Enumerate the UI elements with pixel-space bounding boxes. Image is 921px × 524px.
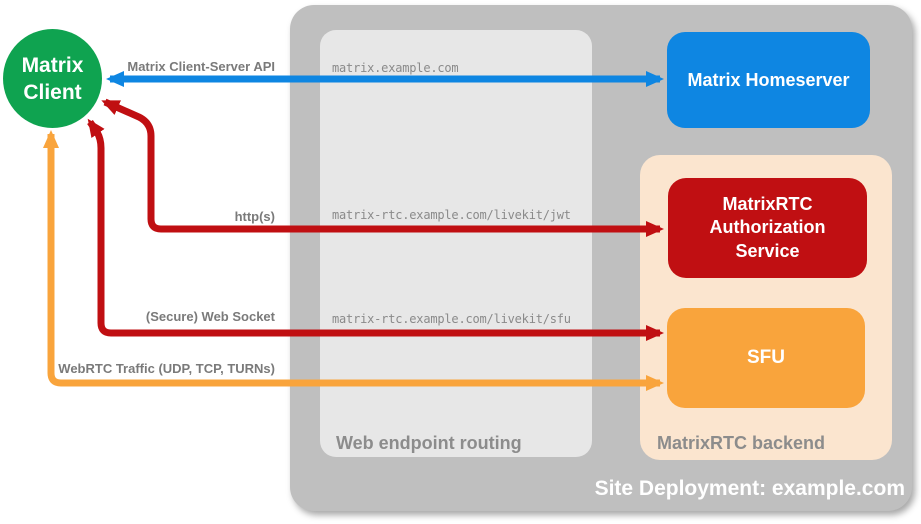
matrix-client-label: Matrix Client [21,53,84,104]
matrixrtc-authorization-service-node: MatrixRTC Authorization Service [668,178,867,278]
arrow-label-webrtc-traffic: WebRTC Traffic (UDP, TCP, TURNs) [58,361,275,376]
arrow-label-client-server-api: Matrix Client-Server API [127,59,275,74]
arrow-label-secure-web-socket: (Secure) Web Socket [145,309,275,324]
arrow-label-https: http(s) [234,209,275,224]
sfu-node: SFU [667,308,865,408]
matrix-homeserver-node: Matrix Homeserver [667,32,870,128]
web-endpoint-routing-title: Web endpoint routing [336,433,522,453]
site-deployment-title: Site Deployment: example.com [594,477,905,500]
matrixrtc-authorization-service-label: MatrixRTC Authorization Service [709,194,826,261]
matrix-homeserver-label: Matrix Homeserver [687,69,850,90]
sfu-label: SFU [747,347,785,368]
endpoint-livekit-sfu: matrix-rtc.example.com/livekit/sfu [332,312,571,326]
endpoint-matrix-example-com: matrix.example.com [332,61,459,75]
matrix-client-node: Matrix Client [3,29,102,128]
web-endpoint-routing-container [320,30,592,457]
endpoint-livekit-jwt: matrix-rtc.example.com/livekit/jwt [332,208,571,222]
matrixrtc-backend-title: MatrixRTC backend [657,433,826,453]
